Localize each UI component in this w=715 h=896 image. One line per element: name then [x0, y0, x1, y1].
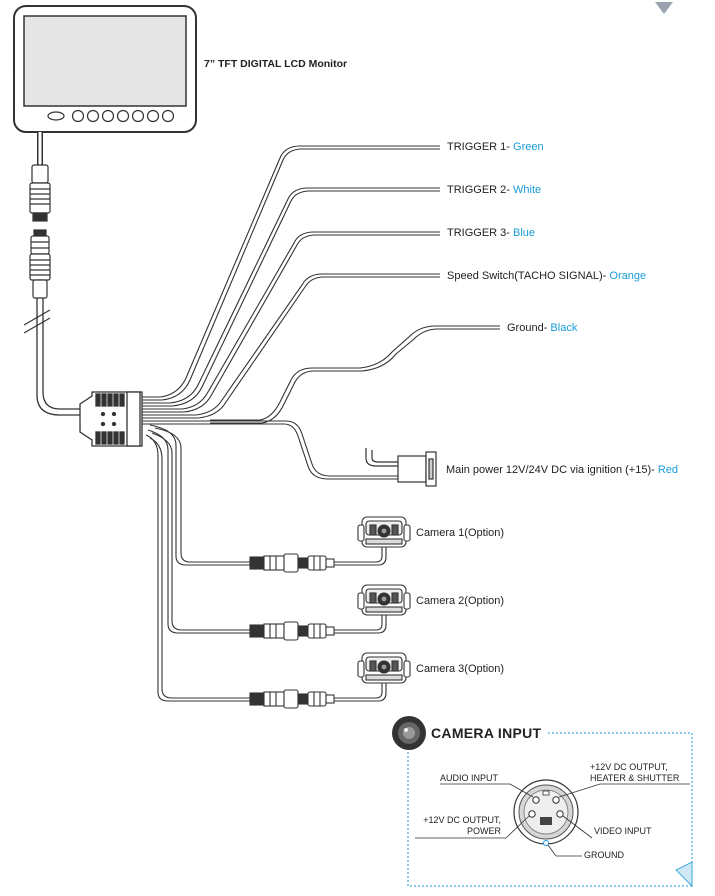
camera-1-assembly	[249, 516, 411, 573]
lcd-monitor	[13, 5, 197, 165]
wire-label-text: Main power 12V/24V DC via ignition (+15)…	[446, 464, 658, 476]
main-cable	[23, 298, 80, 416]
wire-color-name: White	[513, 184, 542, 196]
corner-marker	[655, 2, 673, 14]
wire-color-name: Black	[550, 322, 578, 334]
camera-2-icon	[357, 584, 411, 616]
camera-1-label: Camera 1(Option)	[416, 527, 505, 539]
power-connector	[365, 448, 437, 487]
monitor-cable-connector-top	[29, 164, 51, 222]
extension-cable-connector	[29, 229, 51, 299]
pin-label-video-input: VIDEO INPUT	[594, 826, 652, 836]
camera-group	[249, 516, 411, 709]
wire-label-trigger-1: TRIGGER 1- Green	[447, 141, 544, 153]
wire-label-trigger-2: TRIGGER 2- White	[447, 184, 541, 196]
monitor-label: 7” TFT DIGITAL LCD Monitor	[204, 58, 348, 70]
trigger-wires	[142, 145, 500, 480]
wire-label-text: Ground-	[507, 322, 551, 334]
pin-label-line: +12V DC OUTPUT,	[590, 762, 668, 772]
camera-2-label: Camera 2(Option)	[416, 595, 505, 607]
pin-label-ground: GROUND	[584, 850, 624, 860]
wire-label-text: Speed Switch(TACHO SIGNAL)-	[447, 270, 610, 282]
wire-label-text: TRIGGER 1-	[447, 141, 514, 153]
junction-box	[79, 391, 143, 447]
wire-label-ground: Ground- Black	[507, 322, 577, 334]
camera-input-title: CAMERA INPUT	[431, 725, 542, 741]
pin-label-power-heater: +12V DC OUTPUT, HEATER & SHUTTER	[590, 762, 679, 784]
camera-cables	[145, 424, 250, 702]
wire-label-trigger-3: TRIGGER 3- Blue	[447, 227, 535, 239]
camera-3-inline-connector	[249, 689, 335, 709]
camera-1-icon	[357, 516, 411, 548]
camera-2-inline-connector	[249, 621, 335, 641]
wire-color-name: Orange	[609, 270, 647, 282]
wire-color-name: Blue	[513, 227, 536, 239]
wire-label-text: TRIGGER 2-	[447, 184, 514, 196]
wire-label-text: TRIGGER 3-	[447, 227, 514, 239]
camera-3-assembly	[249, 652, 411, 709]
pin-label-line: +12V DC OUTPUT,	[423, 815, 501, 825]
camera-2-assembly	[249, 584, 411, 641]
camera-1-inline-connector	[249, 553, 335, 573]
camera-input-panel	[392, 716, 693, 887]
wire-color-name: Red	[657, 464, 679, 476]
pin-label-audio-input: AUDIO INPUT	[440, 773, 499, 783]
wire-label-main-power: Main power 12V/24V DC via ignition (+15)…	[446, 464, 678, 476]
camera-3-label: Camera 3(Option)	[416, 663, 505, 675]
wire-color-name: Green	[513, 141, 544, 153]
wire-label-speed-switch: Speed Switch(TACHO SIGNAL)- Orange	[447, 270, 646, 282]
camera-connector-pinout-icon	[513, 779, 579, 846]
pin-label-power: +12V DC OUTPUT, POWER	[413, 815, 501, 837]
pin-label-line: POWER	[466, 826, 501, 836]
camera-3-icon	[357, 652, 411, 684]
pin-label-line: HEATER & SHUTTER	[590, 773, 680, 783]
